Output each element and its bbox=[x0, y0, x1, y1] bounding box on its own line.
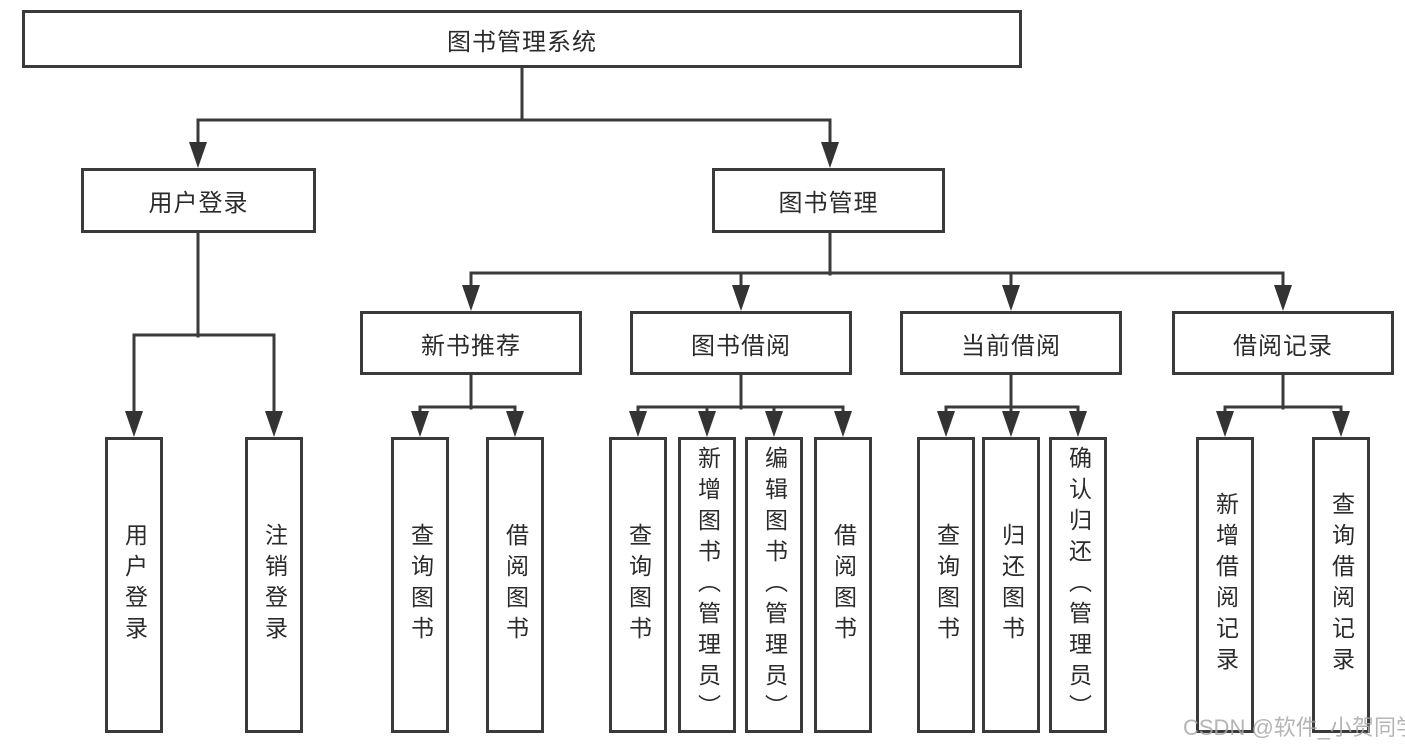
leaf-add-book-admin: 新增图书（管理员） bbox=[678, 437, 736, 733]
arrow-down-icon bbox=[462, 285, 480, 311]
leaf-query-books-borrow: 查询图书 bbox=[609, 437, 667, 733]
leaf-label: 用户登录 bbox=[121, 523, 148, 647]
root-node-library-system: 图书管理系统 bbox=[22, 10, 1022, 68]
arrow-down-icon bbox=[506, 411, 524, 437]
arrow-down-icon bbox=[821, 142, 839, 168]
arrow-down-icon bbox=[411, 411, 429, 437]
branch-book-management: 图书管理 bbox=[712, 168, 945, 233]
csdn-watermark: CSDN @软件_小贺同学 bbox=[1183, 715, 1405, 740]
leaf-query-borrow-record: 查询借阅记录 bbox=[1312, 437, 1370, 733]
leaf-label: 归还图书 bbox=[998, 523, 1025, 647]
leaf-return-books: 归还图书 bbox=[982, 437, 1040, 733]
arrow-down-icon bbox=[834, 411, 852, 437]
group-label: 图书借阅 bbox=[691, 332, 791, 360]
leaf-borrow-books: 借阅图书 bbox=[814, 437, 872, 733]
leaf-label: 查询图书 bbox=[407, 523, 434, 647]
arrow-down-icon bbox=[265, 411, 283, 437]
group-label: 当前借阅 bbox=[961, 332, 1061, 360]
group-book-borrow: 图书借阅 bbox=[630, 311, 852, 375]
arrow-down-icon bbox=[1274, 285, 1292, 311]
leaf-label: 编辑图书（管理员） bbox=[761, 445, 788, 725]
leaf-add-borrow-record: 新增借阅记录 bbox=[1196, 437, 1254, 733]
arrow-down-icon bbox=[937, 411, 955, 437]
arrow-down-icon bbox=[765, 411, 783, 437]
branch-label: 图书管理 bbox=[778, 190, 879, 217]
arrowhead-icon-group bbox=[125, 142, 1350, 437]
root-node-label: 图书管理系统 bbox=[447, 28, 597, 56]
leaf-label: 新增图书（管理员） bbox=[694, 445, 721, 725]
arrow-down-icon bbox=[732, 285, 750, 311]
leaf-borrow-books-recommend: 借阅图书 bbox=[486, 437, 544, 733]
group-current-borrow: 当前借阅 bbox=[900, 311, 1122, 375]
arrow-down-icon bbox=[698, 411, 716, 437]
arrow-down-icon bbox=[1216, 411, 1234, 437]
leaf-label: 查询图书 bbox=[625, 523, 652, 647]
leaf-label: 注销登录 bbox=[261, 523, 288, 647]
arrow-down-icon bbox=[125, 411, 143, 437]
leaf-label: 查询图书 bbox=[933, 523, 960, 647]
group-borrow-records: 借阅记录 bbox=[1172, 311, 1394, 375]
leaf-edit-book-admin: 编辑图书（管理员） bbox=[745, 437, 803, 733]
leaf-label: 借阅图书 bbox=[830, 523, 857, 647]
group-label: 新书推荐 bbox=[421, 332, 521, 360]
leaf-query-books-recommend: 查询图书 bbox=[391, 437, 449, 733]
leaf-label: 新增借阅记录 bbox=[1212, 492, 1239, 678]
group-label: 借阅记录 bbox=[1233, 332, 1333, 360]
leaf-logout: 注销登录 bbox=[245, 437, 303, 733]
group-new-book-recommend: 新书推荐 bbox=[360, 311, 582, 375]
arrow-down-icon bbox=[1002, 285, 1020, 311]
branch-label: 用户登录 bbox=[148, 190, 249, 217]
leaf-label: 借阅图书 bbox=[502, 523, 529, 647]
arrow-down-icon bbox=[1069, 411, 1087, 437]
leaf-label: 确认归还（管理员） bbox=[1065, 445, 1092, 725]
leaf-query-books-current: 查询图书 bbox=[917, 437, 975, 733]
connector-line-group bbox=[132, 66, 1343, 421]
arrow-down-icon bbox=[189, 142, 207, 168]
leaf-user-login: 用户登录 bbox=[105, 437, 163, 733]
branch-user-login: 用户登录 bbox=[81, 168, 316, 233]
leaf-confirm-return-admin: 确认归还（管理员） bbox=[1049, 437, 1107, 733]
leaf-label: 查询借阅记录 bbox=[1328, 492, 1355, 678]
arrow-down-icon bbox=[1332, 411, 1350, 437]
arrow-down-icon bbox=[629, 411, 647, 437]
arrow-down-icon bbox=[1002, 411, 1020, 437]
